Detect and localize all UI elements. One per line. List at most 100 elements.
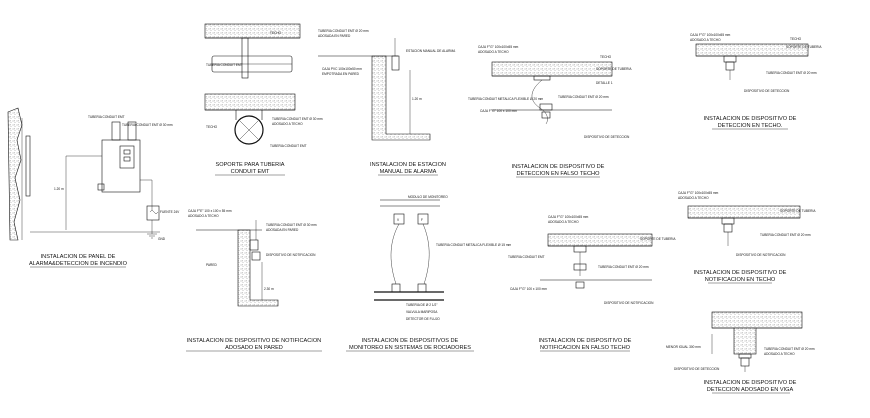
detail-notification-false-ceiling: CAJA F°G° 100x100x55 mm ADOSADO A TECHO … xyxy=(508,215,676,352)
callout-caja: CAJA F°E° 100 x 100 x 55 mm xyxy=(188,209,232,213)
callout-adosado: ADOSADO A TECHO xyxy=(548,220,579,224)
callout-conduit-30: TUBERIA CONDUIT EMT Ø 30 mm xyxy=(272,117,323,121)
strobe-icon xyxy=(251,251,261,261)
panel-indicator xyxy=(123,149,131,155)
callout-pared: PARED xyxy=(206,263,217,267)
detail-manual-alarm-station: 1.20 m TUBERIA CONDUIT EMT Ø 20 mm ADOSA… xyxy=(318,29,456,176)
callout-slab: TECHO xyxy=(270,31,282,35)
callout-emt-30: TUBERIA CONDUIT EMT Ø 30 mm xyxy=(122,123,173,127)
caption-line-2: DETECCION EN TECHO. xyxy=(718,123,783,129)
callout-station: ESTACION MANUAL DE ALARMA xyxy=(406,49,456,53)
callout-conduit: TUBERIA CONDUIT EMT Ø 20 mm xyxy=(318,29,369,33)
panel-box xyxy=(97,183,105,191)
detail-sprinkler-monitoring: V F MODULO DE MONITOREO TUBERIA CONDUIT … xyxy=(346,195,512,352)
detail-detection-ceiling: CAJA F°G° 100x100x55 mm ADOSADO A TECHO … xyxy=(690,33,822,130)
caption-line-2: MANUAL DE ALARMA xyxy=(380,169,437,175)
detail-conduit-support: TUBERIA CONDUIT EMT TECHO TECHO TUBERIA … xyxy=(204,23,323,176)
caption-line-1: INSTALACION DE DISPOSITIVOS DE xyxy=(362,338,459,344)
callout-tuberia: TUBERIA DE Ø 2 1/2" xyxy=(406,303,437,307)
callout-notif: DISPOSITIVO DE NOTIFICACION xyxy=(736,253,786,257)
caption-line-1: INSTALACION DE ESTACION xyxy=(370,162,446,168)
callout-detector: DISPOSITIVO DE DETECCION xyxy=(744,89,790,93)
callout-notif: DISPOSITIVO DE NOTIFICACION xyxy=(604,301,654,305)
slab-top xyxy=(204,23,301,39)
valve-icon xyxy=(391,283,401,293)
callout-adosada: ADOSADA EN PARED xyxy=(318,34,351,38)
detail-notification-ceiling: CAJA F°G° 100x100x55 mm ADOSADO A TECHO … xyxy=(678,191,816,284)
hanger-rod xyxy=(241,37,249,79)
slab xyxy=(491,61,613,77)
notification-box xyxy=(249,239,259,251)
manual-station-box xyxy=(391,55,400,71)
detector-icon xyxy=(740,357,750,367)
gnd-label: GND xyxy=(158,237,166,241)
callout-caja: CAJA F°G° 100x100x55 mm xyxy=(690,33,731,37)
detail-detection-beam: MENOR IGUAL 300 mm TUBERIA CONDUIT EMT Ø… xyxy=(666,311,815,394)
caption-line-1: SOPORTE PARA TUBERIA xyxy=(215,162,284,168)
callout-adosado: ADOSADO A TECHO xyxy=(188,214,219,218)
callout-soporte: SOPORTE DE TUBERIA xyxy=(596,67,632,71)
callout-detector: DISPOSITIVO DE DETECCION xyxy=(584,135,630,139)
flexible-conduit xyxy=(531,79,548,125)
caption-line-2: ALARMA&DETECCION DE INCENDIO xyxy=(29,261,128,267)
detail-detection-false-ceiling: CAJA F°G° 100x100x55 mm ADOSADO A TECHO … xyxy=(468,45,632,178)
callout-valve: VALVULA MARIPOSA xyxy=(406,310,438,314)
callout-techo: TECHO xyxy=(790,37,802,41)
callout-adosado: ADOSADO A TECHO xyxy=(764,352,795,356)
callout-caja: CAJA PVC 100x100x50 mm xyxy=(322,67,362,71)
caption-line-1: INSTALACION DE DISPOSITIVO DE xyxy=(704,380,797,386)
module-f-mark: F xyxy=(421,218,423,222)
callout-adosada: ADOSADA EN PARED xyxy=(266,228,299,232)
ceiling-box xyxy=(721,217,735,225)
caption-line-2: DETECCION EN FALSO TECHO xyxy=(517,171,601,177)
caption-line-2: ADOSADO EN PARED xyxy=(225,345,283,351)
notification-icon xyxy=(723,223,733,233)
callout-emt-flex: TUBERIA CONDUIT EMT xyxy=(508,255,545,259)
callout-flex: TUBERIA CONDUIT METALICA FLEXIBLE Ø 15 m… xyxy=(436,243,512,247)
ceiling-box xyxy=(573,245,587,253)
height-label: 1.20 m xyxy=(54,187,64,191)
caption-line-1: INSTALACION DE DISPOSITIVO DE xyxy=(539,338,632,344)
callout-emt: TUBERIA CONDUIT EMT Ø 20 mm xyxy=(764,347,815,351)
wall-section xyxy=(7,107,23,241)
callout-caja-100: CAJA F°G° 100 x 100 mm xyxy=(510,287,547,291)
callout-emt: TUBERIA CONDUIT EMT Ø 30 mm xyxy=(266,223,317,227)
height-label: 1.20 m xyxy=(412,97,422,101)
callout-module: MODULO DE MONITOREO xyxy=(408,195,448,199)
callout-flexible: TUBERIA CONDUIT METALICA FLEXIBLE Ø 20 m… xyxy=(468,97,544,101)
callout-techo: TECHO xyxy=(206,125,218,129)
module-v-mark: V xyxy=(397,218,400,222)
callout-empotrada: EMPOTRADA EN PARED xyxy=(322,72,360,76)
sine-icon xyxy=(149,210,159,214)
pipe-hatch xyxy=(239,120,259,140)
wall-plate xyxy=(25,135,31,197)
caption-line-2: DETECCION ADOSADO EN VIGA xyxy=(707,387,794,393)
pipe-section xyxy=(234,115,264,145)
ceiling-box xyxy=(738,353,752,359)
power-supply-box xyxy=(146,205,160,221)
caption-line-1: INSTALACION DE PANEL DE xyxy=(41,254,116,260)
detector-icon xyxy=(541,111,551,119)
slab xyxy=(547,233,653,247)
detail-fire-alarm-panel: 1.20 m GND FUENTE 24V TUBERIA CONDUIT EM… xyxy=(7,107,180,268)
callout-emt: TUBERIA CONDUIT EMT Ø 20 mm xyxy=(558,95,609,99)
beam xyxy=(733,327,757,355)
panel-indicator xyxy=(123,156,131,162)
callout-menor: MENOR IGUAL 300 mm xyxy=(666,345,701,349)
callout-caja-100: CAJA F°G° 100 x 100 mm xyxy=(480,109,517,113)
callout-detector: DISPOSITIVO DE DETECCION xyxy=(674,367,720,371)
callout-caja: CAJA F°G° 100x100x55 mm xyxy=(678,191,719,195)
callout-emt: TUBERIA CONDUIT EMT Ø 20 mm xyxy=(598,265,649,269)
slab xyxy=(711,311,803,329)
caption-line-2: MONITOREO EN SISTEMAS DE ROCIADORES xyxy=(349,345,471,351)
callout-adosado: ADOSADO A TECHO xyxy=(690,38,721,42)
panel-display xyxy=(119,145,135,169)
callout-adosado: ADOSADO A TECHO xyxy=(272,122,303,126)
ceiling-box xyxy=(723,55,737,63)
flexible-conduit xyxy=(390,223,400,285)
callout-adosado: ADOSADO A TECHO xyxy=(678,196,709,200)
caption-line-1: INSTALACION DE DISPOSITIVO DE NOTIFICACI… xyxy=(187,338,321,344)
callout-emt: TUBERIA CONDUIT EMT xyxy=(88,115,125,119)
module-f xyxy=(417,213,429,225)
